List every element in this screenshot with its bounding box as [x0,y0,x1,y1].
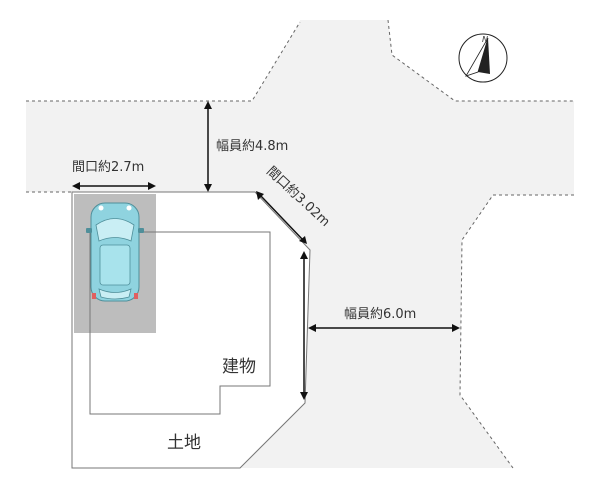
land-label: 土地 [167,433,201,453]
road-edge-top-right [387,19,574,102]
dimension-frontage-corner [256,191,307,244]
building-outline [89,231,271,415]
building-label: 建物 [222,357,256,377]
dimension-road-width-top [204,101,212,192]
road-area [26,20,574,468]
dimension-frontage-top [72,182,156,190]
north-letter: N [482,35,488,44]
frontage-top-label: 間口約2.7m [72,160,144,175]
car-icon [86,202,144,302]
dimension-road-width-right [308,324,460,332]
road-width-right-label: 幅員約6.0m [344,307,416,322]
road-width-top-label: 幅員約4.8m [216,139,288,154]
dimension-side-vertical [300,251,308,400]
road-edge-right [459,194,574,469]
road-edge-top [26,21,301,102]
north-compass-icon: N [458,33,508,83]
